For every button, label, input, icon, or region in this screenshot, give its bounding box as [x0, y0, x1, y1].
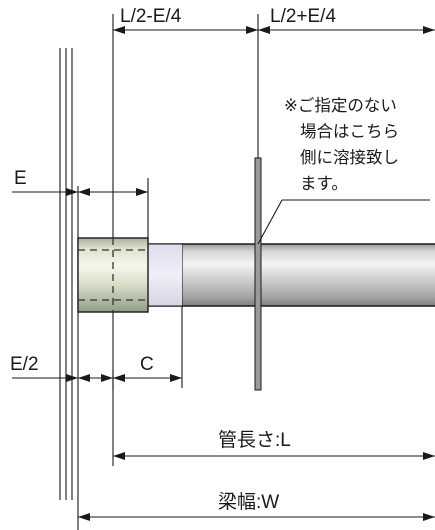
note-line-2: 場合はこちら: [300, 122, 399, 141]
dim-e: [12, 188, 148, 196]
dim-beam-width: [78, 513, 435, 521]
note-line-1: ※ご指定のない: [284, 96, 397, 115]
note-line-4: ます。: [300, 174, 348, 193]
dim-top-right: [258, 26, 435, 34]
inner-sleeve-tint: [148, 244, 182, 306]
label-c: C: [140, 354, 154, 375]
welding-note: ※ご指定のない 場合はこちら 側に溶接致し ます。: [284, 96, 399, 193]
dim-pipe-length: [113, 452, 435, 460]
pipe: [148, 243, 435, 307]
label-top-right: L/2+E/4: [270, 6, 336, 27]
beam-wall: [59, 48, 73, 500]
label-beam-width: 梁幅:W: [218, 491, 279, 513]
sleeve: [77, 237, 149, 313]
label-e-half: E/2: [10, 354, 39, 375]
flange-plate: [254, 157, 262, 391]
label-e: E: [14, 168, 27, 189]
dim-e-half-c: [12, 374, 182, 382]
note-leader: [257, 199, 430, 245]
label-top-left: L/2-E/4: [120, 6, 182, 27]
note-line-3: 側に溶接致し: [300, 148, 399, 167]
dim-top-left: [113, 26, 258, 34]
label-pipe-length: 管長さ:L: [218, 429, 291, 451]
